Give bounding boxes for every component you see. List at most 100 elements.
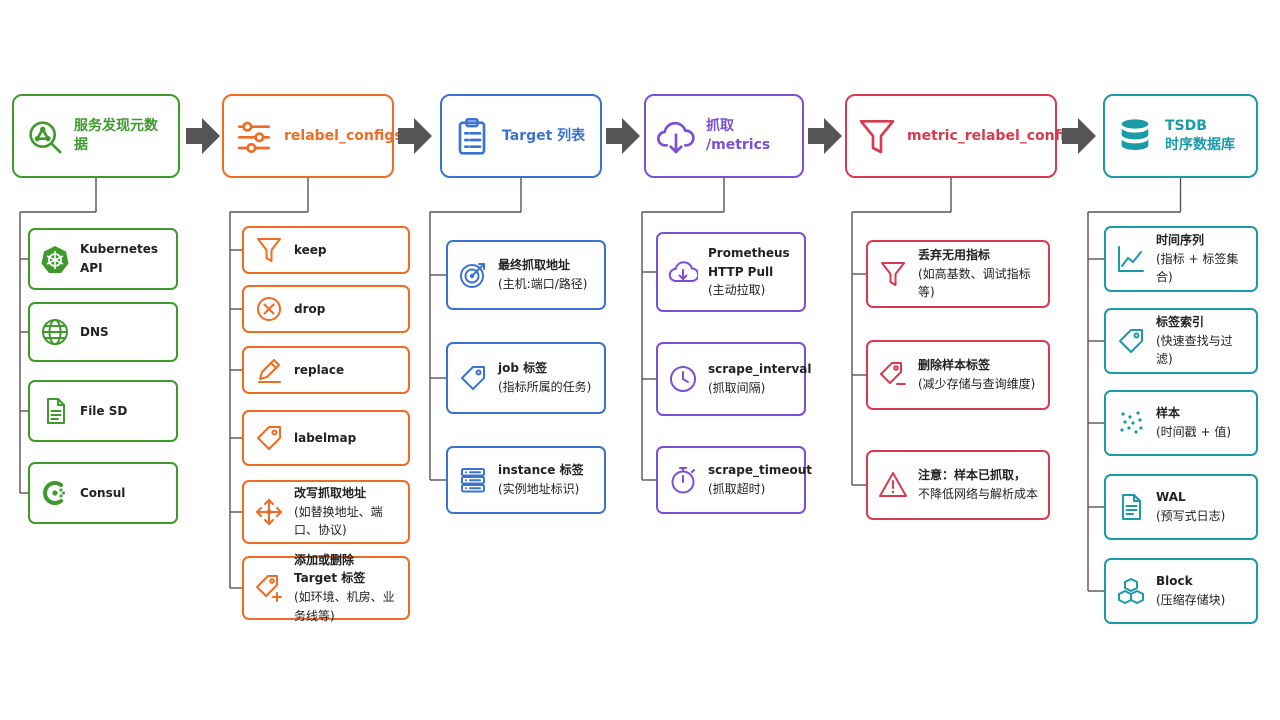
tag-plus-icon [254, 573, 284, 603]
item-label: instance 标签 [498, 463, 584, 478]
tag-icon [1116, 326, 1146, 356]
item-label: scrape_interval [708, 362, 812, 377]
stage-title: 抓取 /metrics [706, 117, 792, 155]
item-label: job 标签 [498, 361, 548, 376]
item-label: Block [1156, 574, 1193, 589]
sliders-icon [234, 116, 274, 156]
database-icon [1115, 116, 1155, 156]
stage-title: Target 列表 [502, 127, 585, 146]
item-label: File SD [80, 403, 128, 418]
item-detail: (时间戳 + 值) [1156, 425, 1232, 439]
pipeline-item-wal: WAL(预写式日志) [1104, 474, 1258, 540]
item-text: 标签索引 (快速查找与过滤) [1156, 313, 1246, 369]
item-detail: (如高基数、调试指标等) [918, 266, 1031, 300]
document-icon [1116, 492, 1146, 522]
tag-icon [254, 423, 284, 453]
item-label: replace [294, 362, 345, 377]
item-label: WAL [1156, 490, 1186, 505]
pipeline-item-labelmap: labelmap [242, 410, 410, 466]
warning-icon [878, 470, 908, 500]
item-text: Consul [80, 484, 125, 503]
item-text: 改写抓取地址(如替换地址、端口、协议) [294, 484, 398, 540]
item-label: 丢弃无用指标 [918, 248, 991, 263]
item-text: 样本 (时间戳 + 值) [1156, 404, 1231, 441]
item-label: Prometheus [708, 246, 790, 261]
item-label: labelmap [294, 430, 357, 445]
pipeline-item-node: 改写抓取地址(如替换地址、端口、协议) [242, 480, 410, 544]
pipeline-item-node: 时间序列(指标 + 标签集合) [1104, 226, 1258, 292]
cloud-download-icon [656, 116, 696, 156]
item-text: labelmap [294, 429, 356, 448]
stage-header-relabel-configs: relabel_configs [222, 94, 403, 178]
pipeline-item-drop: drop [242, 285, 410, 333]
cubes-icon [1116, 576, 1146, 606]
item-detail: 不降低网络与解析成本 [918, 487, 1039, 501]
item-text: DNS [80, 323, 109, 342]
item-detail: (主机:端口/路径) [498, 277, 588, 291]
stage-title-line: 时序数据库 [1165, 137, 1235, 153]
item-label: drop [294, 301, 326, 316]
pipeline-item-node: 最终抓取地址 (主机:端口/路径) [446, 240, 606, 310]
consul-icon [40, 478, 70, 508]
clipboard-list-icon [452, 116, 492, 156]
item-text: 最终抓取地址 (主机:端口/路径) [498, 256, 587, 293]
pipeline-item-job: job 标签 (指标所属的任务) [446, 342, 606, 414]
item-text: job 标签 (指标所属的任务) [498, 359, 591, 396]
pipeline-item-node: 删除样本标签 (减少存储与查询维度) [866, 340, 1050, 410]
pipeline-item-node: 样本 (时间戳 + 值) [1104, 390, 1258, 456]
stage-title: relabel_configs [284, 127, 403, 146]
pipeline-item-replace: replace [242, 346, 410, 394]
stopwatch-icon [668, 465, 698, 495]
item-detail: (主动拉取) [708, 283, 766, 298]
stage-header-metrics: 抓取 /metrics [644, 94, 804, 178]
line-chart-icon [1116, 244, 1146, 274]
item-text: 时间序列(指标 + 标签集合) [1156, 231, 1246, 287]
stage-title-line: Target 列表 [502, 127, 586, 144]
pencil-icon [254, 355, 284, 385]
item-detail: (指标所属的任务) [498, 380, 592, 394]
item-text: WAL(预写式日志) [1156, 488, 1225, 525]
stage-title-line: 服务发现元数据 [74, 118, 158, 153]
item-detail: (减少存储与查询维度) [918, 377, 1036, 391]
item-label: 时间序列 [1156, 233, 1205, 248]
stage-title-line: 抓取 /metrics [706, 118, 771, 153]
pipeline-item-consul: Consul [28, 462, 178, 524]
stage-title-line: relabel_configs [284, 127, 403, 144]
flow-arrow-icon [606, 118, 640, 154]
item-label: 样本 [1156, 406, 1181, 421]
dots-icon [1116, 408, 1146, 438]
item-text: scrape_interval(抓取间隔) [708, 360, 811, 397]
item-text: keep [294, 241, 327, 260]
server-icon [458, 465, 488, 495]
item-detail: (压缩存储块) [1156, 593, 1226, 607]
item-text: File SD [80, 402, 127, 421]
item-label: 标签索引 [1156, 315, 1205, 330]
funnel-icon [857, 116, 897, 156]
item-label: Kubernetes API [80, 242, 158, 275]
item-label: Consul [80, 485, 126, 500]
service-discovery-icon [24, 116, 64, 156]
item-text: Kubernetes API [80, 240, 166, 277]
pipeline-item-scrape-interval: scrape_interval(抓取间隔) [656, 342, 811, 416]
item-detail: (抓取超时) [708, 482, 766, 496]
x-circle-icon [254, 294, 284, 324]
item-label: scrape_timeout [708, 463, 813, 478]
item-text: drop [294, 300, 325, 319]
item-label: DNS [80, 324, 109, 339]
filter-icon [878, 259, 908, 289]
kubernetes-icon [40, 244, 70, 274]
file-icon [40, 396, 70, 426]
flow-arrow-icon [1062, 118, 1096, 154]
move-icon [254, 497, 284, 527]
item-label: 最终抓取地址 [498, 258, 571, 273]
item-detail: (快速查找与过滤) [1156, 333, 1233, 367]
item-text: 添加或删除 Target 标签(如环境、机房、业务线等) [294, 551, 398, 625]
item-text: Block (压缩存储块) [1156, 572, 1225, 609]
clock-icon [668, 364, 698, 394]
item-label: 删除样本标签 [918, 358, 991, 373]
